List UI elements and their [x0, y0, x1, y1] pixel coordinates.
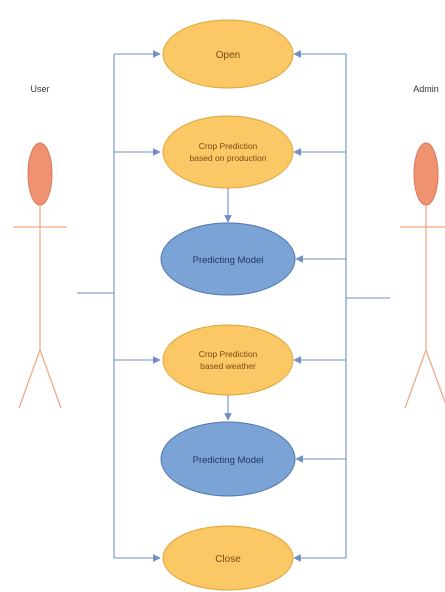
- crop-production-ellipse: [162, 115, 294, 189]
- use-case-open: Open: [162, 19, 294, 89]
- admin-label: Admin: [413, 84, 439, 94]
- user-right-leg: [39, 349, 62, 409]
- admin-actor: Admin: [400, 84, 445, 409]
- model-1-label: Predicting Model: [193, 255, 264, 266]
- use-case-crop-weather: Crop Prediction based weather: [162, 324, 294, 396]
- open-ellipse: [162, 19, 294, 89]
- model-1-ellipse: [160, 222, 296, 296]
- user-head: [27, 142, 53, 206]
- user-label: User: [30, 84, 49, 94]
- crop-weather-ellipse: [162, 324, 294, 396]
- crop-weather-line1: Crop Prediction: [199, 349, 258, 359]
- connectors: [77, 50, 390, 562]
- use-case-model-1: Predicting Model: [160, 222, 296, 296]
- use-case-close: Close: [162, 525, 294, 591]
- open-label: Open: [216, 50, 240, 61]
- close-ellipse: [162, 525, 294, 591]
- user-left-leg: [18, 349, 41, 409]
- admin-head: [413, 142, 439, 206]
- admin-left-leg: [404, 349, 427, 409]
- admin-right-leg: [425, 349, 445, 403]
- model-2-ellipse: [160, 421, 296, 497]
- crop-production-line1: Crop Prediction: [199, 141, 258, 151]
- user-actor: User: [13, 84, 67, 409]
- crop-production-line2: based on production: [189, 153, 266, 163]
- model-2-label: Predicting Model: [193, 455, 264, 466]
- use-case-crop-production: Crop Prediction based on production: [162, 115, 294, 189]
- crop-weather-line2: based weather: [200, 361, 256, 371]
- close-label: Close: [215, 554, 241, 565]
- use-case-model-2: Predicting Model: [160, 421, 296, 497]
